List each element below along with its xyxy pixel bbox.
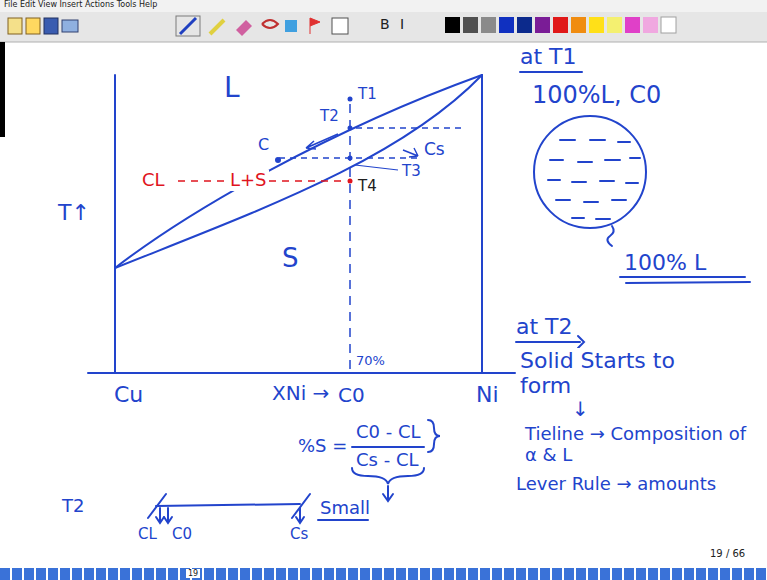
formula-text: %S = (296, 436, 349, 457)
composition-label: C0 (170, 526, 194, 543)
axis-end-label: Cu (112, 382, 145, 407)
phase-label: L (222, 72, 242, 104)
axis-label: T↑ (56, 200, 92, 225)
toolbar-button: I (398, 16, 406, 32)
page-number: 19 / 66 (708, 548, 747, 560)
menu-bar (0, 0, 767, 12)
formula-numerator: C0 - CL (354, 422, 423, 443)
note-text: Tieline → Composition of α & L (523, 424, 763, 465)
phase-label: S (280, 244, 301, 274)
axis-label: XNi → (270, 382, 331, 405)
note-text: Solid Starts to form (518, 348, 712, 399)
composition-label: Cs (288, 526, 310, 543)
temperature-label: T1 (356, 86, 379, 103)
page-indicator: 19 (186, 569, 200, 578)
note-text: 100%L, C0 (530, 82, 663, 110)
toolbar-button: B (378, 16, 392, 32)
composition-label: C0 (336, 384, 367, 407)
slide-strip (0, 568, 767, 580)
menu-text: File Edit View Insert Actions Tools Help (2, 0, 159, 9)
callout-label: 100% L (622, 250, 708, 275)
formula-denominator: Cs - CL (354, 450, 420, 471)
note-heading: at T2 (514, 314, 575, 339)
note-text: Lever Rule → amounts (514, 474, 718, 495)
temperature-label: T2 (60, 496, 86, 517)
temperature-label: T4 (356, 178, 379, 195)
note-arrow: ↓ (570, 398, 591, 421)
axis-end-label: Ni (474, 382, 501, 407)
composition-label: C (256, 136, 271, 154)
composition-label: CL (140, 170, 167, 191)
formula-note: Small (318, 498, 372, 519)
composition-label: Cs (422, 140, 447, 160)
note-heading: at T1 (518, 44, 579, 69)
composition-value: 70% (354, 354, 387, 369)
toolbar (0, 12, 767, 42)
temperature-label: T3 (400, 163, 423, 180)
temperature-label: T2 (318, 108, 341, 125)
phase-label: L+S (228, 170, 269, 191)
composition-label: CL (136, 526, 159, 543)
